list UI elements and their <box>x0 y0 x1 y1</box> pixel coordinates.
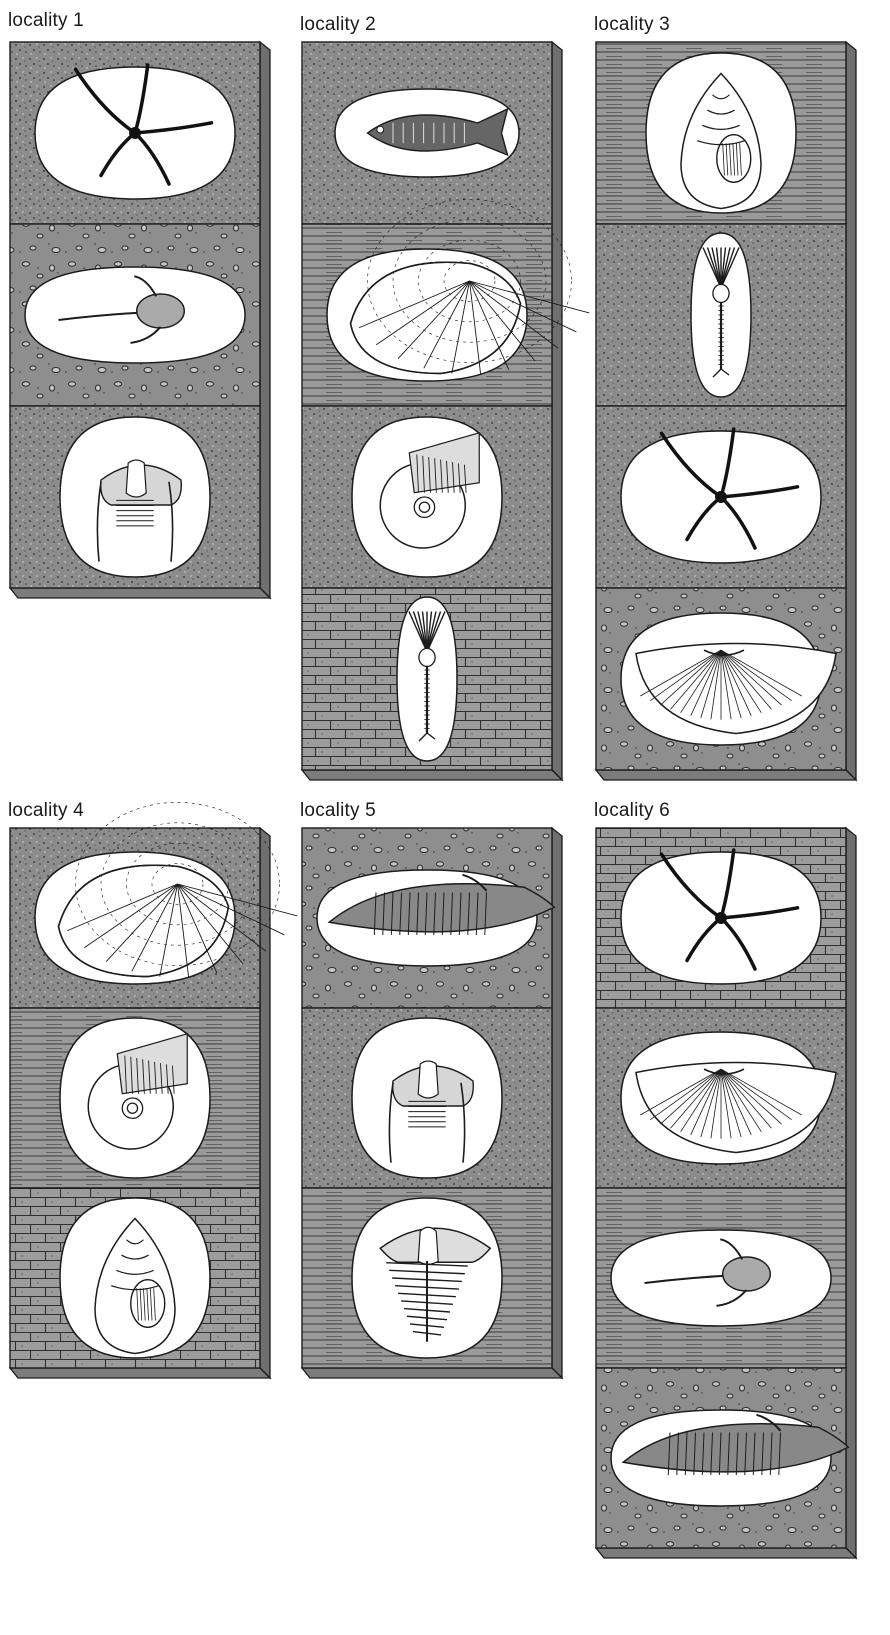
locality-6-layer-2-sandstone <box>596 1008 846 1188</box>
locality-4-layer-2-shale <box>10 1008 260 1188</box>
eurypterid-fragment-fossil-icon <box>25 267 245 363</box>
locality-1-layer-1-sandstone <box>10 42 260 224</box>
locality-3-layer-2-sandstone <box>596 224 846 406</box>
crinoid-fossil-icon <box>397 597 457 761</box>
crinoid-fossil-icon <box>691 233 751 397</box>
locality-5-layer-1-conglomerate <box>302 828 554 1008</box>
locality-5-layer-2-sandstone <box>302 1008 552 1188</box>
locality-4-layer-1-sandstone <box>10 802 297 1008</box>
locality-3-column <box>596 42 856 780</box>
fish-fossil-icon <box>335 89 519 177</box>
locality-3-layer-3-sandstone <box>596 406 846 588</box>
trilobite-head-fossil-icon <box>60 417 210 577</box>
brittle-star-fossil-icon <box>621 429 821 563</box>
locality-2-column <box>302 42 589 780</box>
locality-2-layer-4-limestone <box>302 588 552 770</box>
locality-4-layer-3-limestone <box>10 1188 260 1368</box>
locality-6-layer-4-conglomerate <box>596 1368 848 1548</box>
locality-5-column <box>302 828 562 1378</box>
locality-3-layer-1-shale <box>596 42 846 224</box>
brittle-star-fossil-icon <box>35 65 235 199</box>
trilobite-head-fossil-icon <box>352 1018 502 1178</box>
locality-6-layer-3-shale <box>596 1188 846 1368</box>
trilobite-fossil-icon <box>352 1198 502 1358</box>
ammonite-fossil-icon <box>60 1018 210 1178</box>
snail-fossil-icon <box>60 1198 210 1358</box>
brittle-star-fossil-icon <box>621 850 821 984</box>
ammonite-fossil-icon <box>352 417 502 577</box>
locality-2-layer-1-sandstone <box>302 42 552 224</box>
snail-fossil-icon <box>646 53 796 213</box>
locality-2-layer-2-shale <box>302 199 589 406</box>
locality-3-layer-4-conglomerate <box>596 588 846 770</box>
locality-6-column <box>596 828 856 1558</box>
locality-4-column <box>10 802 297 1378</box>
locality-1-layer-2-conglomerate <box>10 224 260 406</box>
locality-2-layer-3-sandstone <box>302 406 552 588</box>
locality-1-layer-3-sandstone <box>10 406 260 588</box>
locality-6-layer-1-limestone <box>596 828 846 1008</box>
locality-5-layer-3-shale <box>302 1188 552 1368</box>
locality-1-column <box>10 42 270 598</box>
eurypterid-fragment-fossil-icon <box>611 1230 831 1326</box>
